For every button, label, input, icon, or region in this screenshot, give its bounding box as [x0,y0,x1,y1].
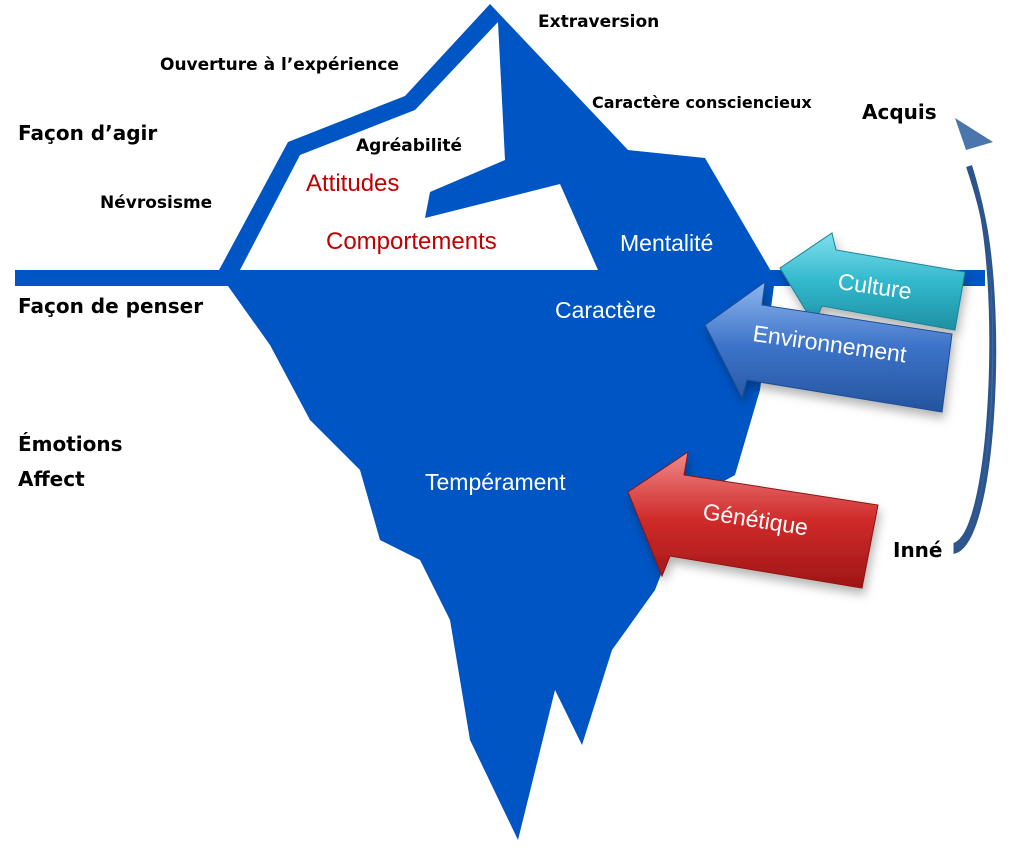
trait-nevrosisme: Névrosisme [100,193,213,213]
caractere-label: Caractère [555,297,656,323]
trait-agreabilite: Agréabilité [356,136,463,156]
acquis-inne-curved-arrow [953,165,997,555]
curved-arrow-head-icon [955,118,993,150]
attitudes-label: Attitudes [306,170,400,197]
affect-label: Affect [18,467,85,491]
facon-agir-label: Façon d’agir [18,121,158,145]
inne-label: Inné [893,538,943,562]
trait-ouverture: Ouverture à l’expérience [160,55,399,75]
comportements-label: Comportements [326,228,497,255]
acquis-label: Acquis [862,100,937,124]
trait-caractere-consciencieux: Caractère consciencieux [592,93,812,112]
emotions-label: Émotions [18,432,123,456]
mentalite-label: Mentalité [620,230,714,256]
iceberg-tip-inner [240,22,598,270]
genetique-arrow [627,450,879,589]
facon-penser-label: Façon de penser [18,294,204,318]
environnement-arrow [704,280,953,413]
temperament-label: Tempérament [425,469,566,495]
trait-extraversion: Extraversion [538,12,660,32]
